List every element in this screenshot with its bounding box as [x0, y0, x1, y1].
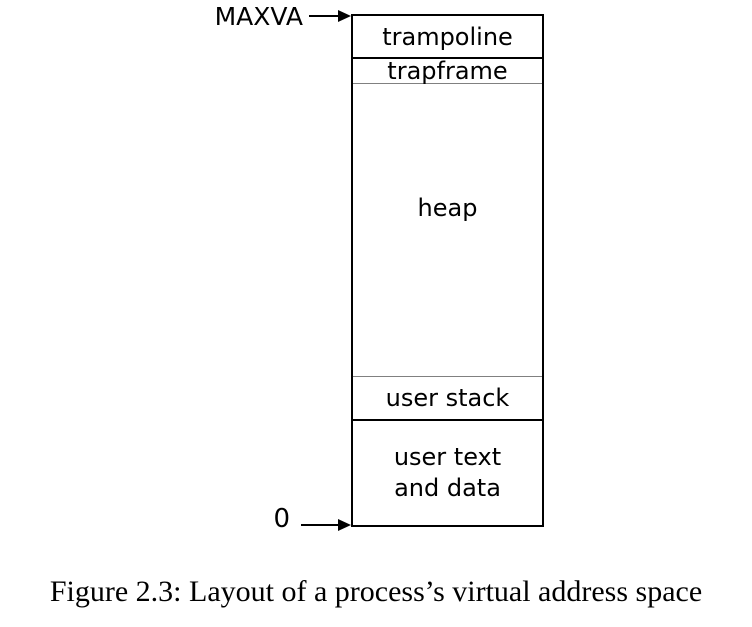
maxva-arrow-line: [309, 15, 341, 17]
segment-user-text-data-label: user text and data: [393, 443, 502, 502]
figure-caption: Figure 2.3: Layout of a process’s virtua…: [49, 575, 703, 608]
segment-heap-label: heap: [417, 194, 478, 222]
zero-arrowhead-icon: [338, 519, 351, 531]
segment-trampoline-label: trampoline: [382, 22, 513, 51]
segment-user-stack: user stack: [353, 377, 542, 421]
maxva-label: MAXVA: [214, 2, 303, 31]
maxva-arrowhead-icon: [338, 10, 351, 22]
segment-trapframe-label: trapframe: [387, 57, 508, 85]
segment-heap: heap: [353, 84, 542, 377]
zero-label: 0: [273, 504, 290, 534]
segment-trampoline: trampoline: [353, 16, 542, 59]
segment-user-text-data: user text and data: [353, 421, 542, 525]
virtual-address-space-box: trampoline trapframe heap user stack use…: [351, 14, 544, 527]
segment-user-stack-label: user stack: [385, 384, 510, 412]
zero-arrow-line: [301, 524, 341, 526]
segment-trapframe: trapframe: [353, 57, 542, 85]
